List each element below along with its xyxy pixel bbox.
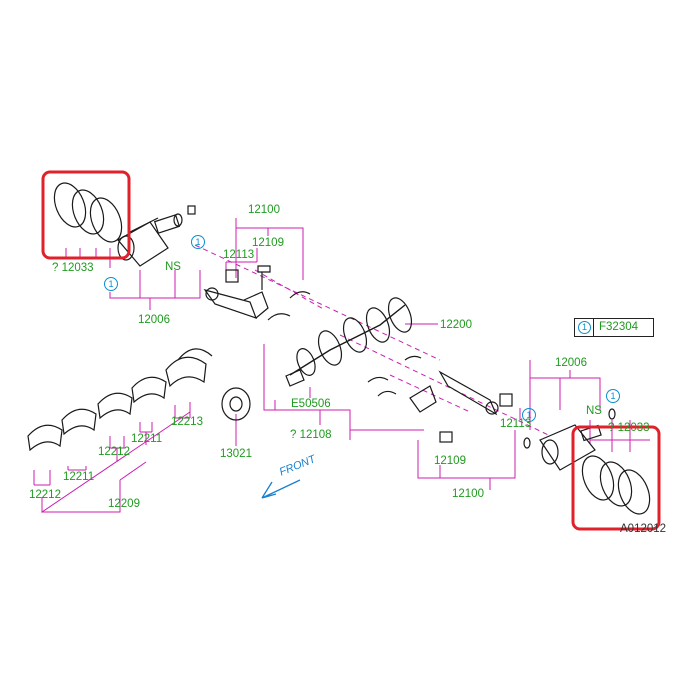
highlight-box-right-rings [571,425,661,531]
label-12212-a: 12212 [98,446,130,458]
centerlines [194,244,591,456]
label-ns-left: NS [165,261,181,273]
label-12033-right: ? 12033 [608,422,650,434]
label-12006-right: 12006 [555,357,587,369]
front-arrow-icon [261,479,301,499]
label-12033-left: ? 12033 [52,262,94,274]
catalog-number: A012012 [620,523,667,535]
label-e50506: E50506 [291,398,331,410]
label-12100-right: 12100 [452,488,484,500]
highlight-box-left-rings [41,170,131,260]
label-12108: ? 12108 [290,429,332,441]
label-12211-a: 12211 [131,433,163,445]
reference-box: 1 F32304 [574,318,654,337]
label-12211-b: 12211 [63,471,95,483]
label-12100-top: 12100 [248,204,280,216]
reference-marker: 1 [578,321,591,334]
marker-circle-1-d: 1 [522,408,536,422]
label-13021: 13021 [220,448,252,460]
marker-circle-1-c: 1 [606,389,620,403]
label-ns-right: NS [586,405,602,417]
marker-circle-1-b: 1 [104,277,118,291]
parts-drawing [27,182,651,515]
label-12200: 12200 [440,319,472,331]
leader-lines [33,218,650,513]
label-12212-b: 12212 [29,489,61,501]
label-12213: 12213 [171,416,203,428]
label-12113-top: 12113 [223,249,255,261]
label-12006-left: 12006 [138,314,170,326]
label-12113-right: 12113 [500,418,532,430]
reference-code: F32304 [599,321,639,333]
highlight-boxes [41,170,661,531]
label-12209: 12209 [108,498,140,510]
marker-circle-1-a: 1 [191,235,205,249]
label-12109-top: 12109 [252,237,284,249]
label-12109-right: 12109 [434,455,466,467]
reference-divider [593,319,594,336]
